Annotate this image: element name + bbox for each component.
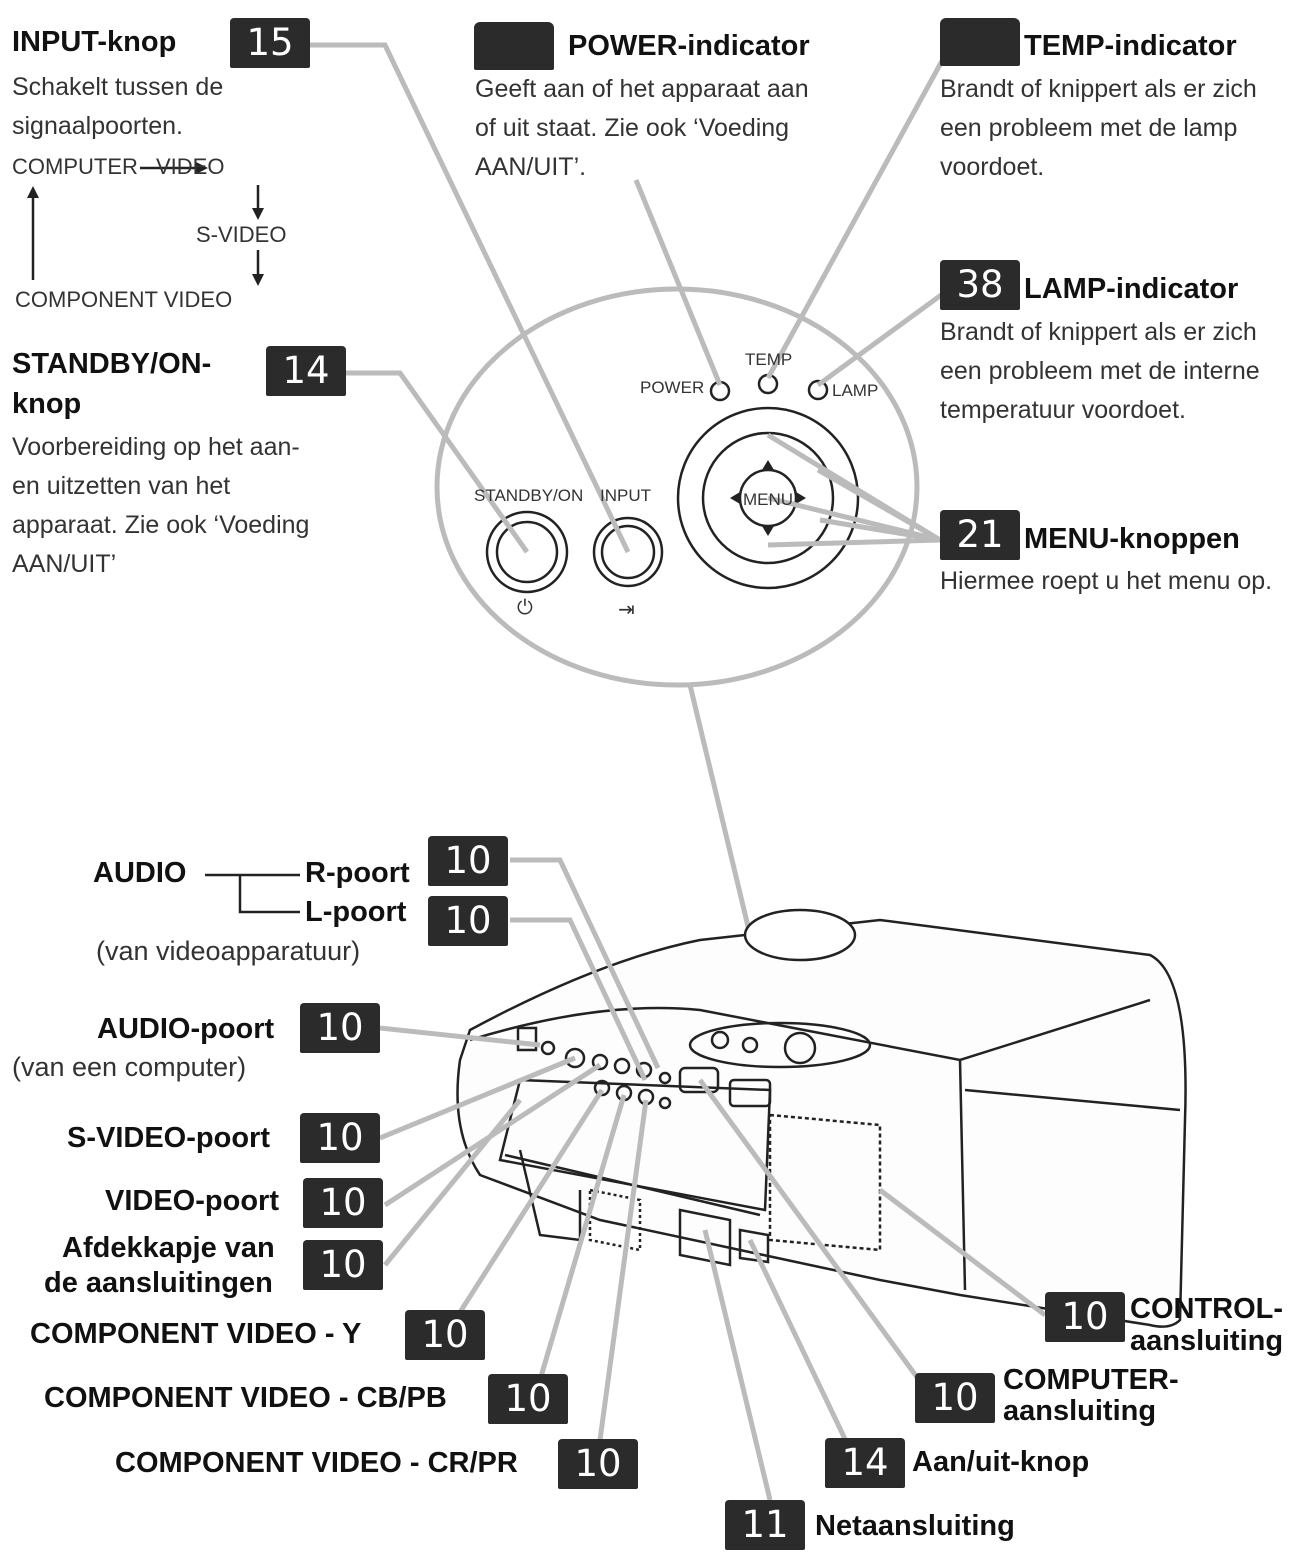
lamp-indicator-title: LAMP-indicator [1024, 273, 1239, 305]
power-desc-3: AAN/UIT’. [475, 153, 587, 181]
standby-desc-2: en uitzetten van het [12, 472, 231, 500]
input-cycle-svideo: S-VIDEO [196, 222, 287, 247]
power-indicator-title: POWER-indicator [568, 30, 810, 62]
menu-buttons-title: MENU-knoppen [1024, 523, 1240, 555]
lamp-desc-3: temperatuur voordoet. [940, 396, 1186, 424]
standby-desc-1: Voorbereiding op het aan- [12, 433, 300, 461]
page-badge-comp-cb: 10 [488, 1374, 568, 1424]
input-symbol-icon: ⇥ [618, 599, 635, 621]
lamp-desc-2: een probleem met de interne [940, 357, 1260, 385]
audio-label: AUDIO [93, 857, 187, 889]
temp-desc-3: voordoet. [940, 153, 1045, 181]
panel-power-label: POWER [640, 378, 705, 397]
input-cycle-video: VIDEO [156, 154, 225, 179]
computer-label-1: COMPUTER- [1003, 1364, 1179, 1396]
input-cycle-component: COMPONENT VIDEO [15, 287, 233, 312]
video-port-label: VIDEO-poort [105, 1185, 279, 1217]
component-cb-label: COMPONENT VIDEO - CB/PB [44, 1382, 447, 1414]
cover-label-2: de aansluitingen [44, 1267, 273, 1299]
computer-label-2: aansluiting [1003, 1395, 1157, 1427]
standby-desc-3: apparaat. Zie ook ‘Voeding [12, 511, 310, 539]
input-desc-1: Schakelt tussen de [12, 73, 224, 101]
panel-input-label: INPUT [600, 486, 651, 505]
onoff-label: Aan/uit-knop [912, 1446, 1090, 1478]
page-badge-menu: 21 [940, 510, 1020, 560]
page-badge-standby: 14 [266, 346, 346, 396]
power-desc-2: of uit staat. Zie ook ‘Voeding [475, 114, 790, 142]
mains-label: Netaansluiting [815, 1510, 1015, 1542]
page-badge-audio-port: 10 [300, 1003, 380, 1053]
cover-label-1: Afdekkapje van [62, 1232, 275, 1264]
page-badge-computer: 10 [915, 1373, 995, 1423]
projector-illustration [456, 908, 1187, 1328]
page-badge-cover: 10 [303, 1240, 383, 1290]
panel-lamp-label: LAMP [832, 381, 879, 400]
temp-desc-2: een probleem met de lamp [940, 114, 1238, 142]
audio-port-label: AUDIO-poort [97, 1013, 275, 1045]
page-badge-control: 10 [1045, 1292, 1125, 1342]
page-badge-lamp: 38 [940, 260, 1020, 310]
power-symbol-icon: ⏻ [517, 597, 533, 619]
standby-title-1: STANDBY/ON- [12, 348, 212, 380]
panel-standby-label: STANDBY/ON [474, 486, 584, 505]
power-desc-1: Geeft aan of het apparaat aan [475, 75, 809, 103]
standby-desc-4: AAN/UIT’ [12, 550, 117, 578]
control-label-1: CONTROL- [1130, 1293, 1284, 1325]
r-port-label: R-poort [305, 857, 410, 889]
input-desc-2: signaalpoorten. [12, 112, 183, 140]
component-cr-label: COMPONENT VIDEO - CR/PR [115, 1447, 518, 1479]
video-source-note: (van videoapparatuur) [96, 936, 361, 966]
temp-desc-1: Brandt of knippert als er zich [940, 75, 1257, 103]
input-cycle-computer: COMPUTER [12, 154, 138, 179]
menu-desc: Hiermee roept u het menu op. [940, 567, 1273, 595]
page-badge-mains: 11 [725, 1500, 805, 1550]
manual-book-icon [474, 22, 554, 70]
page-badge-comp-cr: 10 [558, 1439, 638, 1489]
svideo-port-label: S-VIDEO-poort [67, 1122, 270, 1154]
control-panel [485, 373, 860, 594]
panel-temp-label: TEMP [745, 350, 793, 369]
l-port-label: L-poort [305, 896, 407, 928]
control-label-2: aansluiting [1130, 1325, 1284, 1357]
computer-source-note: (van een computer) [12, 1052, 247, 1082]
temp-indicator-title: TEMP-indicator [1024, 30, 1237, 62]
page-badge-video: 10 [303, 1178, 383, 1228]
page-badge-input: 15 [230, 18, 310, 68]
panel-menu-label: MENU [743, 490, 794, 509]
page-badge-svideo: 10 [300, 1113, 380, 1163]
page-badge-onoff: 14 [825, 1438, 905, 1488]
input-knop-title: INPUT-knop [12, 26, 177, 58]
lamp-desc-1: Brandt of knippert als er zich [940, 318, 1257, 346]
page-badge-comp-y: 10 [405, 1310, 485, 1360]
component-y-label: COMPONENT VIDEO - Y [30, 1318, 362, 1350]
manual-book-icon [940, 18, 1020, 66]
page-badge-r-port: 10 [428, 836, 508, 886]
control-panel-zoom [434, 286, 920, 688]
page-badge-l-port: 10 [428, 896, 508, 946]
standby-title-2: knop [12, 388, 82, 420]
